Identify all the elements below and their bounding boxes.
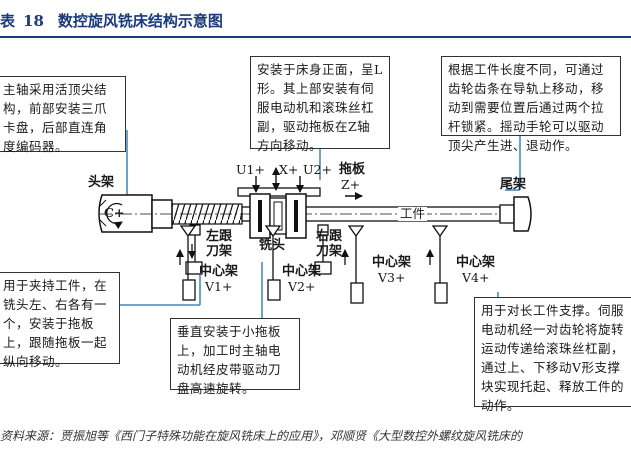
label-center-rest-1: 中心架 bbox=[199, 264, 239, 279]
center-rest-v2 bbox=[264, 225, 282, 301]
label-tailstock: 尾架 bbox=[500, 177, 527, 192]
right-steady-rest bbox=[314, 224, 332, 275]
label-z: Z+ bbox=[341, 177, 361, 192]
label-v4: V4+ bbox=[462, 270, 490, 285]
label-u1: U1+ bbox=[236, 162, 265, 177]
center-rest-v3 bbox=[341, 225, 365, 304]
note-tailstock: 根据工件长度不同，可通过齿轮齿条在导轨上移动，移动到需要位置后通过两个拉杆锁紧。… bbox=[441, 56, 621, 153]
label-v2: V2+ bbox=[288, 279, 316, 294]
left-steady-rest bbox=[185, 224, 203, 275]
note-bed: 安装于床身正面，呈L形。其上部安装有伺服电动机和滚珠丝杠副，驱动拖板在Z轴方向移… bbox=[250, 56, 390, 153]
label-v3: V3+ bbox=[378, 270, 406, 285]
label-left-rest-line2: 刀架 bbox=[206, 244, 233, 259]
label-millhead: 铣头 bbox=[259, 238, 286, 253]
source-note: 资料来源：贾振旭等《西门子特殊功能在旋风铣床上的应用》，邓顺贤《大型数控外螺纹旋… bbox=[0, 429, 523, 443]
label-headstock: 头架 bbox=[88, 175, 115, 190]
center-rest-v1 bbox=[176, 225, 197, 301]
label-left-rest-line1: 左跟 bbox=[206, 229, 233, 244]
note-center-rest: 用于对长工件支撑。伺服电动机经一对齿轮将旋转运动传递给滚珠丝杠副，通过上、下移动… bbox=[474, 297, 631, 413]
tailstock-body bbox=[499, 196, 532, 232]
label-workpiece: 工件 bbox=[398, 206, 428, 221]
note-spindle: 主轴采用活顶尖结构，前部安装三爪卡盘，后部直连角度编码器。 bbox=[0, 76, 126, 154]
label-center-rest-3: 中心架 bbox=[372, 255, 412, 270]
label-c-axis: C+ bbox=[104, 205, 125, 220]
label-u2: U2+ bbox=[303, 162, 332, 177]
title-text: 数控旋风铣床结构示意图 bbox=[57, 12, 223, 30]
title-number: 18 bbox=[23, 12, 44, 30]
title-prefix: 表 bbox=[0, 12, 16, 30]
label-x: X+ bbox=[279, 162, 299, 177]
label-right-rest-line1: 右跟 bbox=[316, 229, 343, 244]
label-carriage: 拖板 bbox=[339, 162, 366, 177]
c-axis-arrow bbox=[106, 202, 123, 230]
figure-title: 表 18 数控旋风铣床结构示意图 bbox=[0, 10, 223, 31]
label-center-rest-4: 中心架 bbox=[456, 255, 496, 270]
label-v1: V1+ bbox=[205, 279, 233, 294]
note-steady-rest: 用于夹持工件，在铣头左、右各有一个，安装于拖板上，跟随拖板一起纵向移动。 bbox=[0, 272, 120, 369]
title-rule bbox=[0, 36, 631, 38]
label-center-rest-2: 中心架 bbox=[282, 264, 322, 279]
millhead-assembly bbox=[249, 193, 307, 239]
center-rest-v4 bbox=[426, 225, 449, 304]
label-right-rest-line2: 刀架 bbox=[316, 244, 343, 259]
note-millhead: 垂直安装于小拖板上，加工时主轴电动机经皮带驱动刀盘高速旋转。 bbox=[170, 318, 300, 396]
